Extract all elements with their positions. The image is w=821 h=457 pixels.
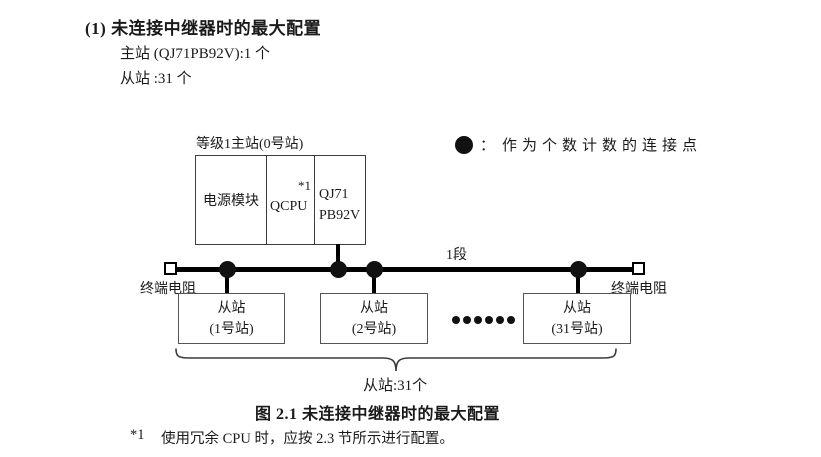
legend: ： 作为个数计数的连接点: [455, 134, 702, 155]
ellipsis-dots-icon: [452, 316, 515, 324]
slave-station-box-2: 从站 (2号站): [320, 293, 428, 344]
legend-colon: ：: [480, 138, 496, 154]
connection-point-icon: [570, 261, 587, 278]
slave-box-line1: 从站: [360, 300, 388, 316]
power-module-cell: 电源模块: [203, 194, 259, 209]
terminating-resistor-icon: [164, 262, 177, 275]
connection-point-icon: [219, 261, 236, 278]
footnote-marker: *1: [130, 427, 145, 443]
master-drop-line: [336, 244, 340, 270]
master-station-box: 电源模块 *1 QCPU QJ71 PB92V: [195, 155, 366, 245]
segment-label: 1段: [446, 248, 467, 263]
slave-box-line1: 从站: [217, 300, 246, 316]
slave31-drop-line: [576, 273, 580, 294]
footnote-text: 使用冗余 CPU 时，应按 2.3 节所示进行配置。: [161, 431, 454, 447]
slave-box-line1: 从站: [563, 300, 591, 316]
qj71pb92v-cell: QJ71 PB92V: [314, 156, 365, 244]
slave-count-line: 从站 :31 个: [120, 71, 192, 87]
bus-line: [170, 267, 640, 272]
brace-icon: [175, 348, 617, 372]
footnote-marker: *1: [298, 178, 311, 193]
module-name-line2: PB92V: [319, 208, 361, 223]
slave-station-box-1: 从站 (1号站): [178, 293, 285, 344]
slave-station-box-31: 从站 (31号站): [523, 293, 631, 344]
slave-box-line2: (2号站): [351, 321, 397, 337]
connection-point-icon: [366, 261, 383, 278]
legend-text: 作为个数计数的连接点: [502, 138, 703, 154]
connection-point-icon: [330, 261, 347, 278]
slave2-drop-line: [372, 273, 376, 294]
section-heading: (1) 未连接中继器时的最大配置: [85, 19, 322, 38]
module-name-line1: QJ71: [319, 187, 349, 202]
slave-box-line2: (31号站): [551, 321, 603, 337]
qcpu-cell: *1 QCPU: [266, 156, 314, 244]
terminating-resistor-icon: [632, 262, 645, 275]
connection-point-icon: [455, 135, 473, 154]
brace-label: 从站:31个: [363, 378, 428, 394]
master-count-line: 主站 (QJ71PB92V):1 个: [120, 46, 271, 62]
slave1-drop-line: [225, 273, 229, 294]
slave-box-line2: (1号站): [209, 321, 254, 337]
master-station-label: 等级1主站(0号站): [196, 137, 304, 152]
qcpu-label: QCPU: [270, 199, 308, 214]
figure-caption: 图 2.1 未连接中继器时的最大配置: [255, 406, 501, 423]
